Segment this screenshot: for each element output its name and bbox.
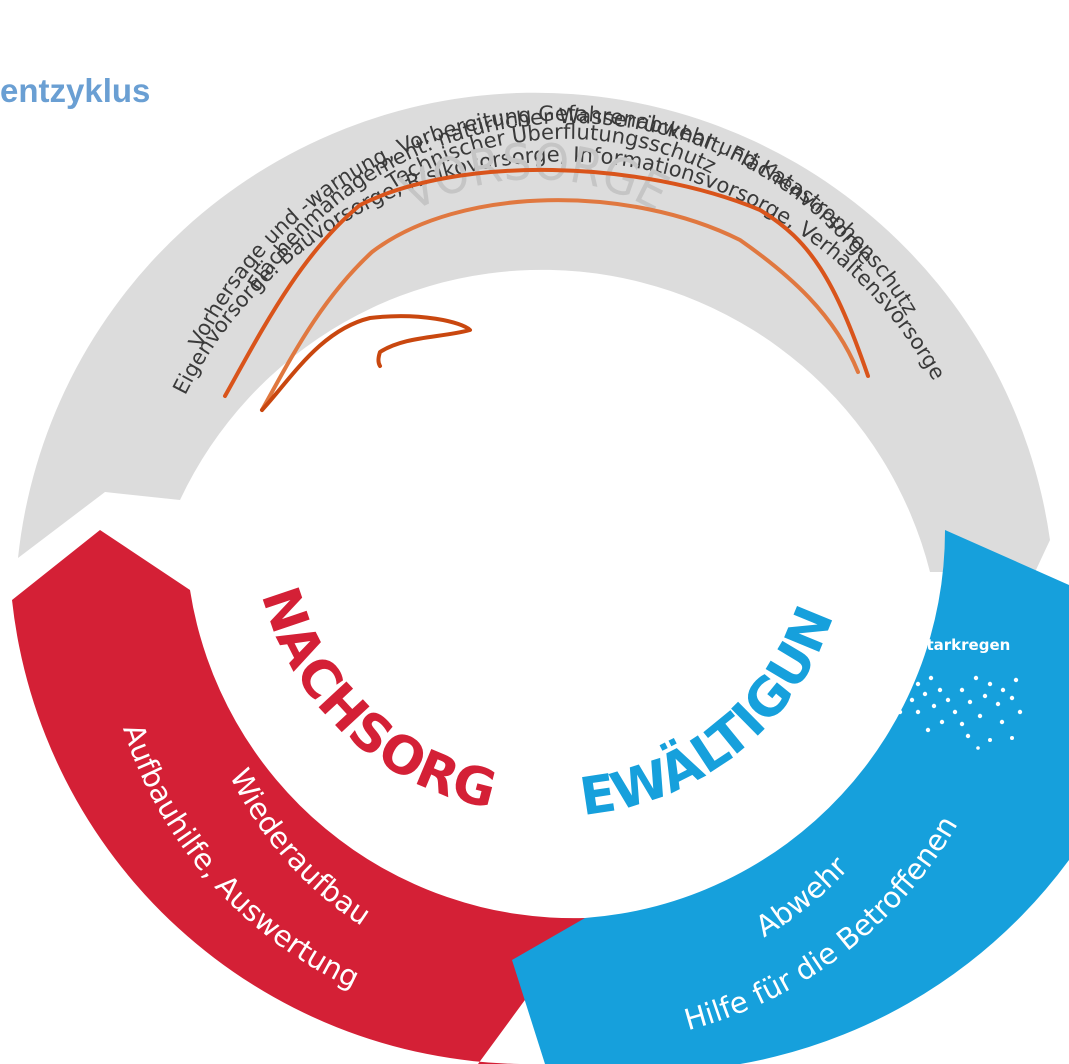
bewaeltigung-segment	[512, 530, 1069, 1064]
vorsorge-segment	[18, 92, 1050, 572]
scribble-annotation	[223, 167, 870, 412]
rain-drops-icon	[897, 675, 1023, 750]
diagram-title: entzyklus	[0, 72, 151, 109]
starkregen-label: Starkregen	[916, 636, 1011, 654]
nachsorge-segment	[12, 530, 585, 1064]
